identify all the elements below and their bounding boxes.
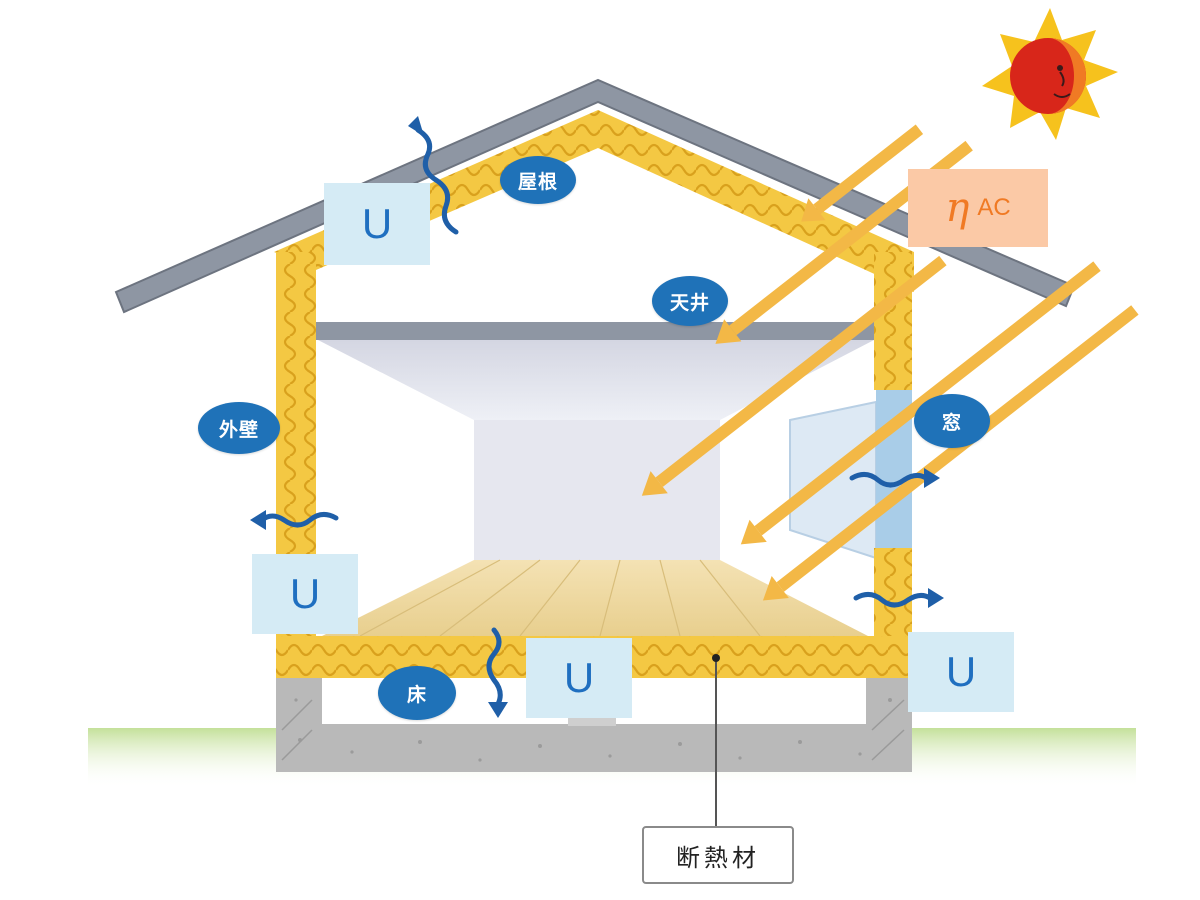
window-label: 窓 [914,394,990,448]
window-u-value: U [908,632,1014,712]
roof-label: 屋根 [500,156,576,204]
ceiling-beam [314,322,876,340]
eta-symbol: η [945,185,970,231]
wall-insulation-right-upper [874,252,912,390]
solar-ray-icon [641,124,1139,601]
ac-text: AC [977,194,1011,221]
floor-u-value: U [526,638,632,718]
roof-u-value: U [324,183,430,265]
insulation-callout: 断熱材 [642,826,794,884]
heat-loss-arrow-icon [259,127,933,707]
sun-icon [982,8,1118,140]
exterior-wall-label: 外壁 [198,402,280,454]
floor-label: 床 [378,666,456,720]
roof [114,78,1076,314]
interior-room [318,340,877,640]
eta-ac-box: η AC [908,169,1048,247]
ceiling-label: 天井 [652,276,728,326]
wall-u-value: U [252,554,358,634]
